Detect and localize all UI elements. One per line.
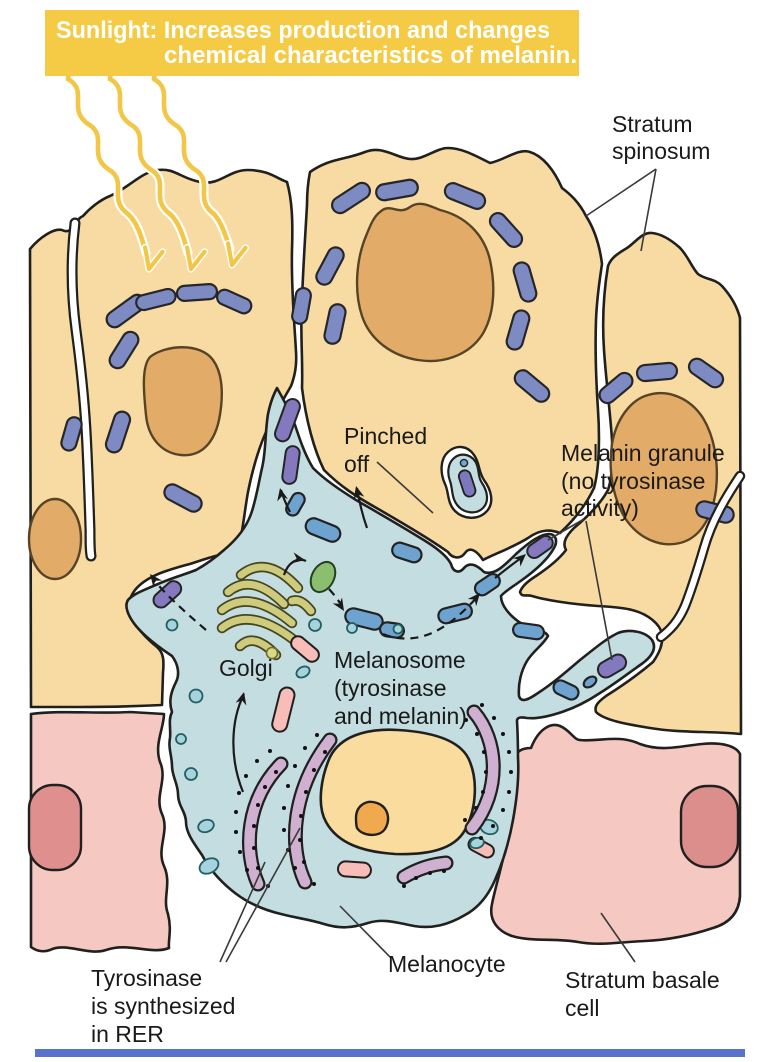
svg-text:cell: cell [565,995,600,1021]
svg-text:Pinched: Pinched [344,423,427,449]
svg-text:(no tyrosinase: (no tyrosinase [561,468,705,494]
svg-text:Sunlight: Increases production: Sunlight: Increases production and chang… [56,17,550,44]
svg-text:chemical characteristics of me: chemical characteristics of melanin. [164,42,577,69]
svg-text:off: off [344,451,370,477]
svg-text:spinosum: spinosum [612,138,710,164]
svg-text:Melanin granule: Melanin granule [561,440,725,466]
svg-text:Melanosome: Melanosome [334,647,466,673]
svg-text:Melanocyte: Melanocyte [388,951,506,977]
svg-text:Stratum basale: Stratum basale [565,967,720,993]
svg-text:Tyrosinase: Tyrosinase [91,965,202,991]
svg-text:in RER: in RER [91,1021,164,1047]
svg-text:and melanin): and melanin) [334,703,467,729]
svg-text:activity): activity) [561,495,639,521]
svg-text:(tyrosinase: (tyrosinase [334,675,446,701]
svg-text:is synthesized: is synthesized [91,993,235,1019]
svg-text:Stratum: Stratum [612,111,693,137]
svg-text:Golgi: Golgi [219,655,273,681]
